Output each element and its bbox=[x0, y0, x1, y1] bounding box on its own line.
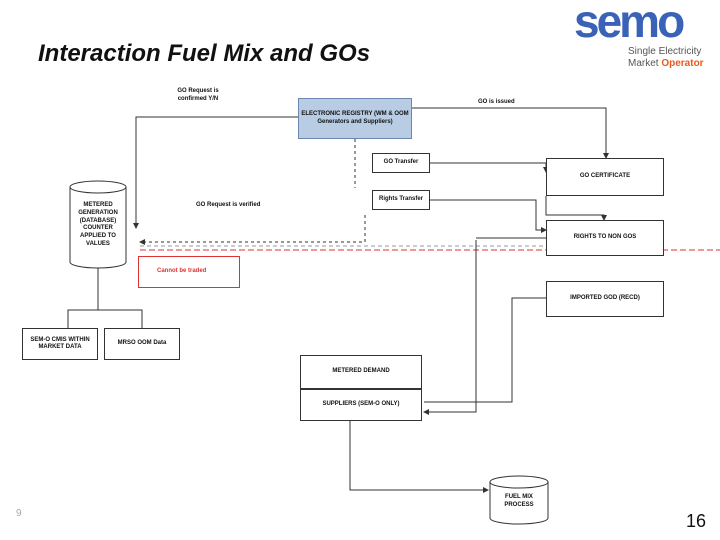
go-transfer-box: GO Transfer bbox=[372, 153, 430, 173]
go-request-confirmed-label: GO Request is confirmed Y/N bbox=[177, 88, 219, 102]
mrso-box: MRSO OOM Data bbox=[104, 328, 180, 360]
line-suppliers-fuelmix bbox=[349, 420, 489, 493]
electronic-registry-box: ELECTRONIC REGISTRY (WM & OOM Generators… bbox=[298, 98, 412, 139]
line-rights-transfer bbox=[430, 199, 547, 233]
line-rights-dashed bbox=[139, 215, 366, 245]
slide-title: Interaction Fuel Mix and GOs bbox=[38, 40, 371, 67]
fuel-mix-cylinder bbox=[489, 475, 549, 525]
semo-logo: semo Single Electricity Market Operator bbox=[574, 0, 714, 69]
metered-generation-label: METERED GENERATION (DATABASE) COUNTER AP… bbox=[78, 202, 118, 247]
footer-mark: 9 bbox=[16, 508, 22, 519]
imported-god-box: IMPORTED GOD (RECD) bbox=[546, 281, 664, 317]
go-certificate-box: GO CERTIFICATE bbox=[546, 158, 664, 196]
logo-word: semo bbox=[574, 0, 685, 47]
suppliers-box: SUPPLIERS (SEM-O ONLY) bbox=[300, 389, 422, 421]
go-is-issued-label: GO is issued bbox=[478, 99, 515, 105]
cannot-be-traded-box: Cannot be traded bbox=[138, 256, 240, 288]
logo-tagline-market: Market bbox=[628, 58, 659, 69]
metered-generation-cylinder bbox=[69, 180, 127, 269]
rights-transfer-box: Rights Transfer bbox=[372, 190, 430, 210]
line-generation-down bbox=[67, 268, 99, 328]
line-right-vertical-3 bbox=[424, 297, 546, 403]
logo-tagline-operator: Operator bbox=[661, 58, 704, 69]
semo-cmis-box: SEM-O CMIS WITHIN MARKET DATA bbox=[22, 328, 98, 360]
line-go-transfer bbox=[430, 162, 549, 173]
line-go-request-verified bbox=[545, 196, 607, 221]
page-number: 16 bbox=[685, 511, 706, 531]
fuel-mix-label: FUEL MIX PROCESS bbox=[504, 494, 534, 508]
rights-to-non-gos-box: RIGHTS TO NON GOS bbox=[546, 220, 664, 256]
line-go-request-confirmed bbox=[133, 116, 298, 229]
metered-demand-box: METERED DEMAND bbox=[300, 355, 422, 389]
logo-tagline-1: Single Electricity bbox=[628, 46, 702, 57]
line-generation-down-2 bbox=[98, 309, 143, 328]
line-go-is-issued bbox=[412, 107, 609, 159]
line-right-vertical-1 bbox=[423, 240, 477, 415]
go-request-verified-label: GO Request is verified bbox=[196, 202, 261, 208]
logo-tagline-2: Market Operator bbox=[628, 58, 704, 69]
